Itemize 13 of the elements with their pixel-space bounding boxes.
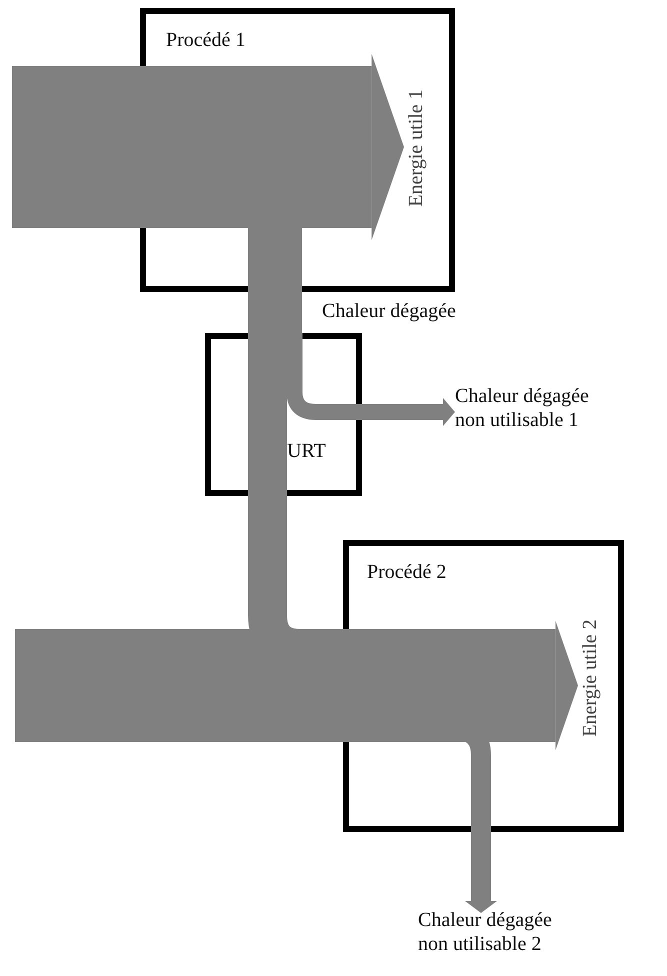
process-box bbox=[140, 8, 455, 292]
box-title: Procédé 1 bbox=[166, 28, 246, 52]
flow-arrow bbox=[12, 54, 404, 240]
flow-arrow bbox=[286, 333, 455, 426]
flow-arrow bbox=[15, 620, 578, 750]
box-title: Procédé 2 bbox=[367, 560, 446, 584]
process-box bbox=[205, 333, 362, 496]
output-label: Chaleur dégagée non utilisable 2 bbox=[418, 908, 553, 956]
output-label: Chaleur dégagée non utilisable 1 bbox=[455, 384, 590, 432]
process-box bbox=[343, 540, 624, 832]
energy-label: Energie utile 1 bbox=[404, 88, 428, 209]
energy-label: Energie utile 2 bbox=[578, 618, 602, 739]
box-title: URT bbox=[287, 439, 326, 463]
